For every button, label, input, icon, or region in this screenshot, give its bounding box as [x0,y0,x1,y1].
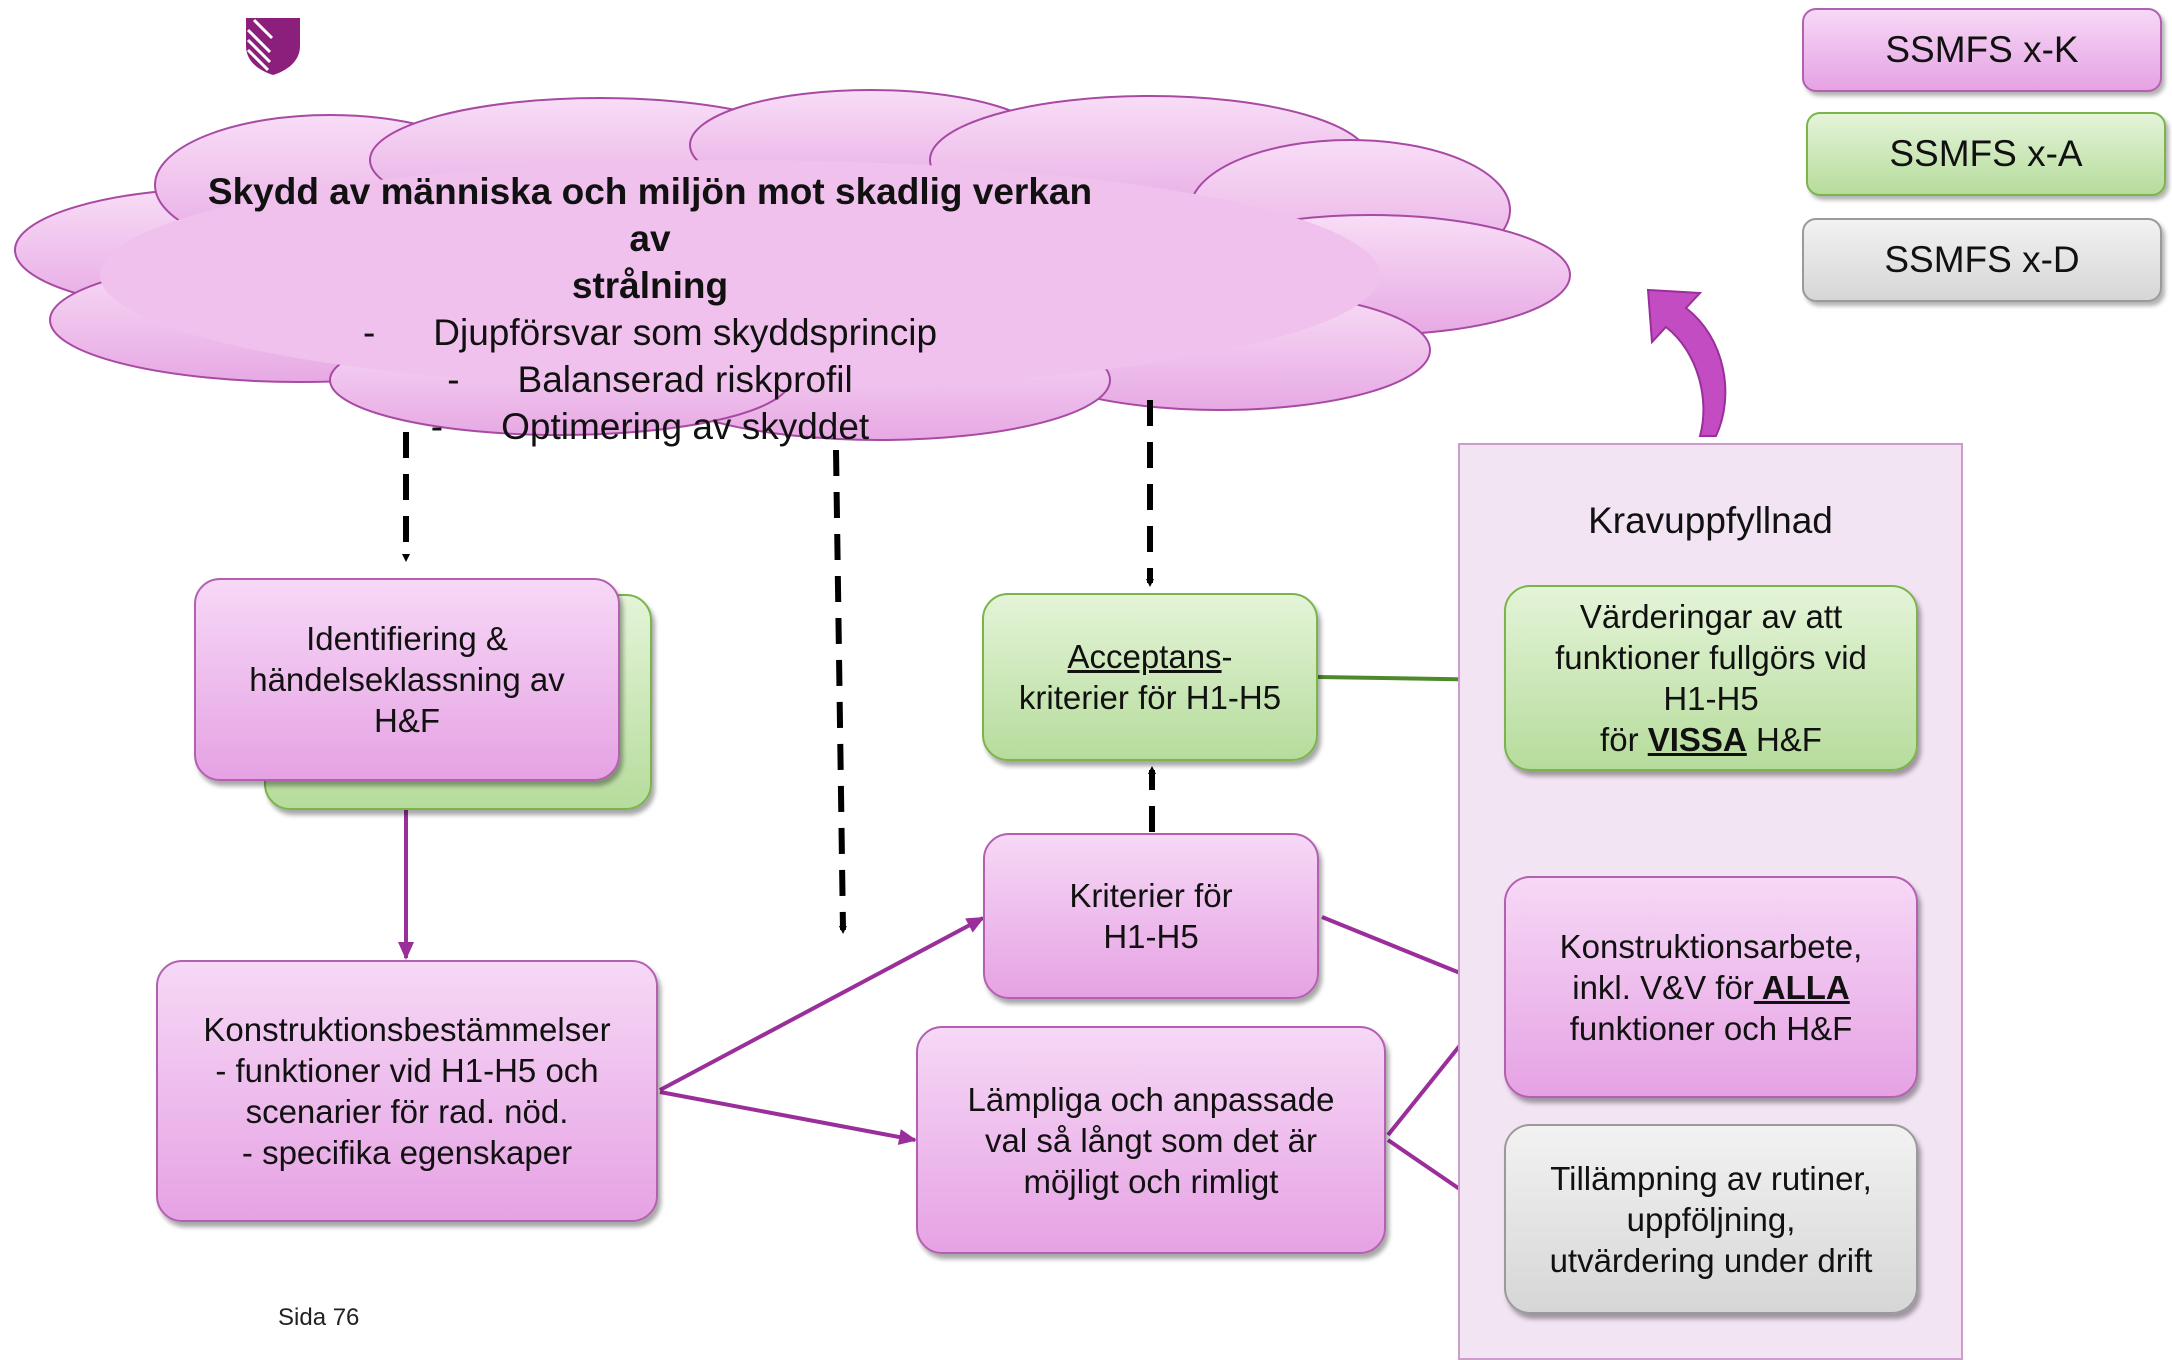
cloud-fill [100,160,1380,390]
panel-title: Kravuppfyllnad [1588,500,1833,541]
varderingar-box: Värderingar av att funktioner fullgörs v… [1504,585,1918,771]
konstruktionsarbete-box: Konstruktionsarbete, inkl. V&V för ALLA … [1504,876,1918,1098]
tillampning-box: Tillämpning av rutiner, uppföljning, utv… [1504,1124,1918,1314]
ssm-logo-icon [246,18,300,75]
curved-feedback-arrow [1646,288,1727,437]
legend-ssmfs-d: SSMFS x-D [1802,218,2162,302]
identifiering-box: Identifiering & händelseklassning av H&F [194,578,620,781]
cloud-title-line1: Skydd av människa och miljön mot skadlig… [207,171,1093,259]
legend-ssmfs-a: SSMFS x-A [1806,112,2166,196]
acceptanskriterier-box: Acceptans- kriterier för H1-H5 [982,593,1318,761]
cloud-text: Skydd av människa och miljön mot skadlig… [190,168,1110,450]
legend-ssmfs-k: SSMFS x-K [1802,8,2162,92]
cloud-bullet-2: -Balanserad riskprofil [447,359,853,400]
purple-connectors [398,782,1504,1220]
cloud-bullet-1: -Djupförsvar som skyddsprincip [362,312,938,353]
kriterier-box: Kriterier för H1-H5 [983,833,1319,999]
arrow-konstruktionsbest-to-kriterier [659,916,985,1092]
konstruktionsbestammelser-box: Konstruktionsbestämmelser - funktioner v… [156,960,658,1222]
arrow-konstruktionsbest-to-lampliga [659,1090,917,1145]
page-number: Sida 76 [278,1304,360,1331]
cloud-title-line2: strålning [571,265,729,306]
lampliga-val-box: Lämpliga och anpassade val så långt som … [916,1026,1386,1254]
cloud-bullet-3: -Optimering av skyddet [430,406,870,447]
dashed-arrow-to-lampliga [833,449,847,934]
